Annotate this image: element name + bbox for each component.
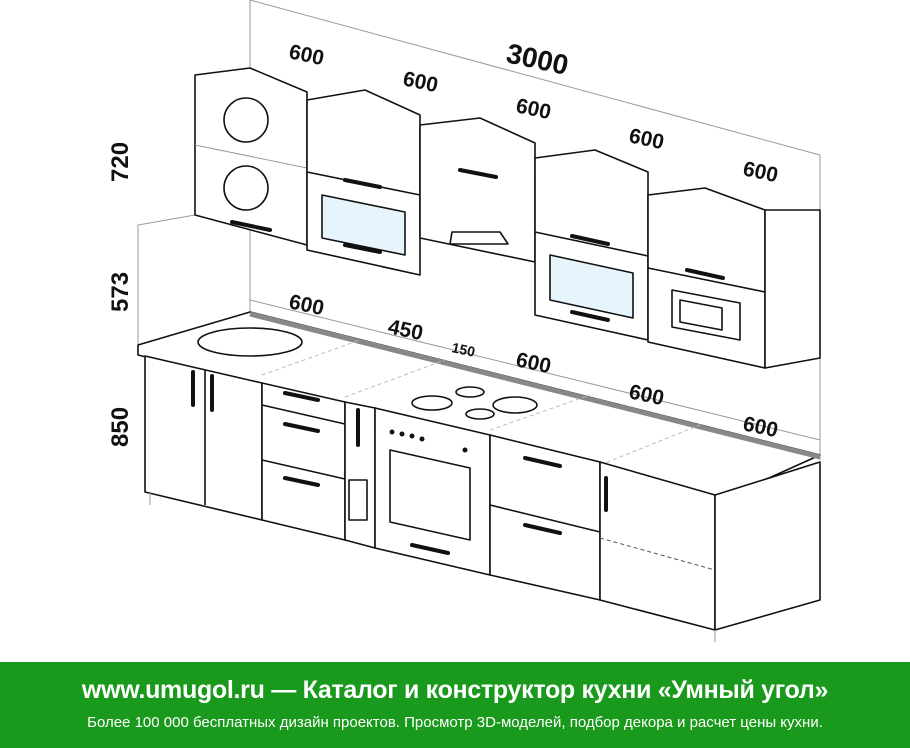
dim-lower-5: 600	[627, 380, 666, 410]
footer-subline: Более 100 000 бесплатных дизайн проектов…	[87, 714, 823, 731]
kitchen-diagram: 3000 600 600 600 600 600 600 450 150 600…	[107, 0, 821, 642]
oven-icon	[389, 429, 471, 541]
dim-lower-2: 450	[386, 315, 425, 345]
microwave-icon	[671, 289, 741, 341]
sink-icon	[197, 327, 303, 357]
footer-headline[interactable]: www.umugol.ru — Каталог и конструктор ку…	[81, 676, 829, 704]
dim-upper-1: 600	[287, 40, 326, 70]
dishes-icon	[223, 97, 269, 211]
dim-height-upper: 720	[107, 142, 134, 182]
dim-lower-3: 150	[450, 339, 476, 360]
footer-banner: www.umugol.ru — Каталог и конструктор ку…	[0, 662, 910, 748]
dim-upper-4: 600	[627, 124, 666, 154]
dim-upper-5: 600	[741, 157, 780, 187]
range-hood-icon	[449, 231, 509, 245]
bottle-icon	[348, 479, 368, 521]
cooktop-icon	[411, 386, 538, 420]
lower-cabinets	[144, 355, 821, 642]
upper-cabinets	[194, 67, 821, 369]
dim-upper-2: 600	[401, 67, 440, 97]
dimension-labels: 3000 600 600 600 600 600 600 450 150 600…	[107, 38, 780, 447]
dim-upper-3: 600	[514, 94, 553, 124]
dim-height-lower: 850	[107, 407, 134, 447]
dim-total-width: 3000	[504, 38, 571, 81]
dim-lower-4: 600	[514, 348, 553, 378]
countertop	[137, 311, 821, 501]
dim-height-gap: 573	[107, 272, 134, 312]
dim-lower-1: 600	[287, 290, 326, 320]
